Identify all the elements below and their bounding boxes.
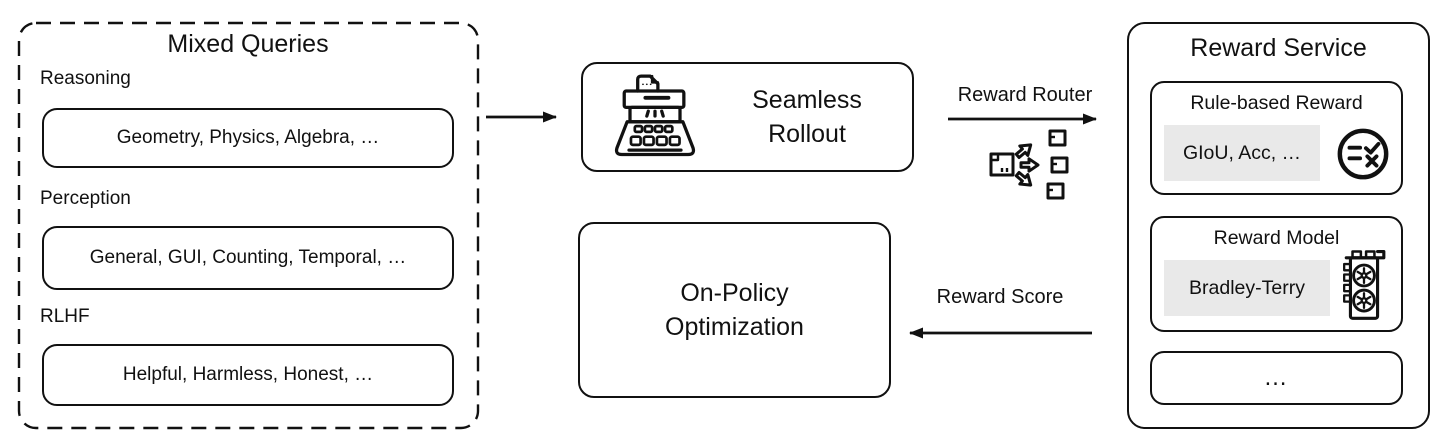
gpu-icon: [1343, 249, 1386, 320]
rlhf-items-box: Helpful, Harmless, Honest, …: [42, 344, 454, 406]
perception-items-box: General, GUI, Counting, Temporal, …: [42, 226, 454, 290]
reward-model-title: Reward Model: [1213, 227, 1340, 249]
group-label-rlhf: RLHF: [40, 306, 90, 327]
group-label-perception: Perception: [40, 188, 131, 209]
rule-based-reward-chip: GIoU, Acc, …: [1164, 125, 1320, 181]
reward-model-box: Reward Model Bradley-Terry: [1150, 216, 1403, 332]
route-branch-icon: [989, 129, 1069, 200]
perception-items-text: General, GUI, Counting, Temporal, …: [89, 247, 407, 268]
typewriter-icon: [614, 74, 696, 157]
rlhf-items-text: Helpful, Harmless, Honest, …: [122, 364, 374, 385]
seamless-rollout-box: Seamless Rollout: [581, 62, 914, 172]
mixed-queries-title: Mixed Queries: [167, 30, 329, 58]
rule-based-reward-title: Rule-based Reward: [1190, 92, 1363, 114]
reasoning-items-box: Geometry, Physics, Algebra, …: [42, 108, 454, 168]
reward-service-ellipsis-box: …: [1150, 351, 1403, 405]
group-label-reasoning: Reasoning: [40, 68, 131, 89]
reasoning-items-text: Geometry, Physics, Algebra, …: [116, 127, 380, 148]
rule-check-icon: [1337, 128, 1389, 180]
reward-model-chip: Bradley-Terry: [1164, 260, 1330, 316]
on-policy-optimization-title: On-Policy Optimization: [665, 279, 804, 341]
reward-service-panel: Reward Service Rule-based Reward GIoU, A…: [1127, 22, 1430, 429]
reward-score-label: Reward Score: [936, 286, 1064, 308]
on-policy-optimization-box: On-Policy Optimization: [578, 222, 891, 398]
rule-based-reward-box: Rule-based Reward GIoU, Acc, …: [1150, 81, 1403, 195]
reward-service-title: Reward Service: [1190, 34, 1367, 62]
reward-router-label: Reward Router: [957, 84, 1093, 106]
seamless-rollout-title: Seamless Rollout: [752, 85, 862, 148]
